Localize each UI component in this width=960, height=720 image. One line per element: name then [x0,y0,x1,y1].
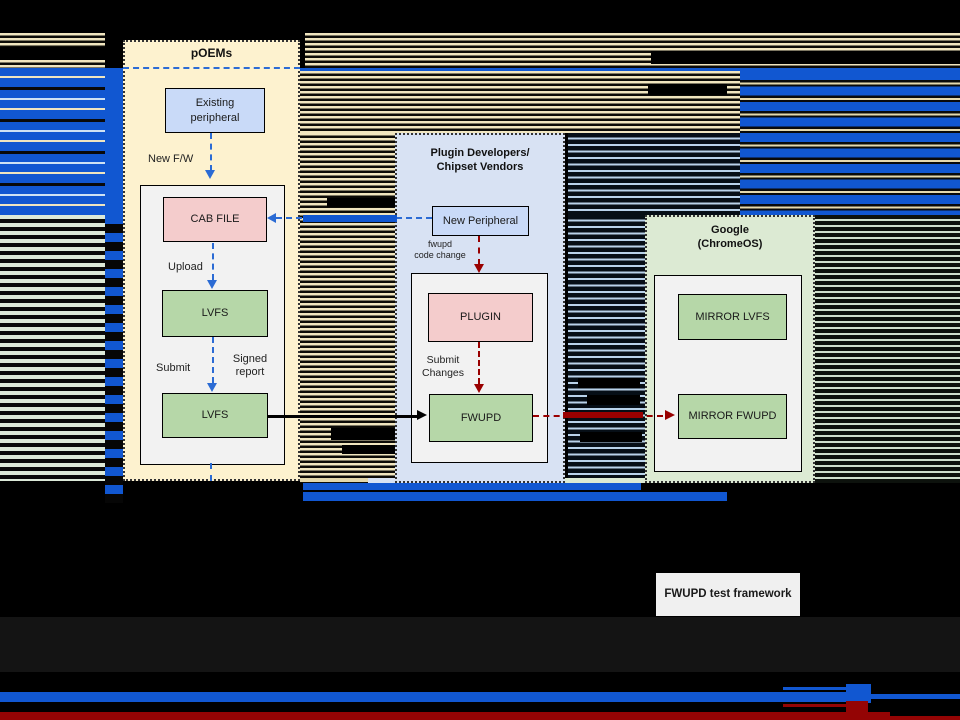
glitch-blue-line [300,68,960,71]
glitch-black-bar [327,198,395,207]
glitch-green-stripes-left [0,215,105,481]
glitch-blue-dashed-column [105,215,123,503]
poems-dashed-divider [123,67,300,69]
arrowhead-submit [207,383,217,392]
glitch-red-band-footer [0,712,890,720]
glitch-blue-band-footer-right [850,694,960,699]
node-lvfs-lower: LVFS [162,393,268,438]
arrowhead-lvfs-to-fwupd [417,410,427,420]
arrow-submit-changes [478,342,480,384]
poems-dashed-stub [210,463,212,481]
glitch-navy-stripes-upper [568,133,740,215]
glitch-black-bar [580,432,642,442]
label-new-fw: New F/W [148,153,194,165]
glitch-red-block [846,701,868,713]
glitch-blue-stripes-left [0,68,105,215]
glitch-tan-stripes-top-left-a [0,33,105,47]
arrow-new-fw [210,133,212,171]
node-cab-file: CAB FILE [163,197,267,242]
arrowhead-new-fw [205,170,215,179]
glitch-red-overlay [563,412,643,418]
arrow-upload [212,243,214,280]
node-fwupd-test-framework: FWUPD test framework [656,573,800,616]
glitch-red-band-footer-right [890,716,960,720]
glitch-dark-band [0,617,960,672]
glitch-blue-overlay [303,215,397,222]
glitch-navy-stripes-column [568,215,645,483]
glitch-blue-line-small [783,687,850,690]
glitch-black-bar [651,51,960,64]
glitch-blue-column [105,68,123,215]
glitch-blue-band-bottom-a [303,483,641,490]
label-fwupd-code-change: fwupd code change [414,239,466,260]
glitch-black-bar [342,445,395,454]
label-upload: Upload [168,261,203,273]
label-submit: Submit [156,362,191,374]
glitch-green-pinstripes-right [815,215,960,483]
glitch-tan-stripes-mid-column [300,133,395,483]
group-google-title: Google (ChromeOS) [697,224,763,250]
arrow-lvfs-to-fwupd [268,415,418,418]
node-new-peripheral: New Peripheral [432,206,529,236]
glitch-remnant-tan-row [300,478,368,482]
glitch-remnant-green-row [558,478,728,483]
node-mirror-lvfs: MIRROR LVFS [678,294,787,340]
glitch-black-bar [331,428,395,440]
glitch-tan-stripes-mid-top [300,71,740,133]
glitch-red-line-small [783,704,850,707]
node-existing-peripheral: Existing peripheral [165,88,265,133]
glitch-blue-band-bottom-b [303,492,727,501]
arrowhead-fwupd-to-mirror [665,410,675,420]
group-poems-title: pOEMs [190,46,233,60]
glitch-blue-block [846,684,871,703]
glitch-blue-band-footer [0,692,850,702]
node-lvfs-upper: LVFS [162,290,268,337]
glitch-blue-bands-right [740,71,960,215]
node-plugin: PLUGIN [428,293,533,342]
node-mirror-fwupd: MIRROR FWUPD [678,394,787,439]
arrowhead-new-peripheral-to-cab [267,213,276,223]
arrowhead-submit-changes [474,384,484,393]
arrowhead-fwupd-code-change [474,264,484,273]
glitch-black-bar [587,395,640,405]
node-fwupd: FWUPD [429,394,533,442]
glitch-tan-stripes-top-left-b [0,60,105,69]
glitch-black-bar [578,378,640,388]
arrow-fwupd-code-change [478,236,480,265]
glitch-black-bar [648,84,727,95]
group-plugin-developers-title: Plugin Developers/ Chipset Vendors [430,147,530,173]
label-submit-changes: Submit Changes [421,354,465,379]
arrowhead-upload [207,280,217,289]
label-signed-report: Signed report [232,353,268,379]
arrow-submit [212,337,214,383]
